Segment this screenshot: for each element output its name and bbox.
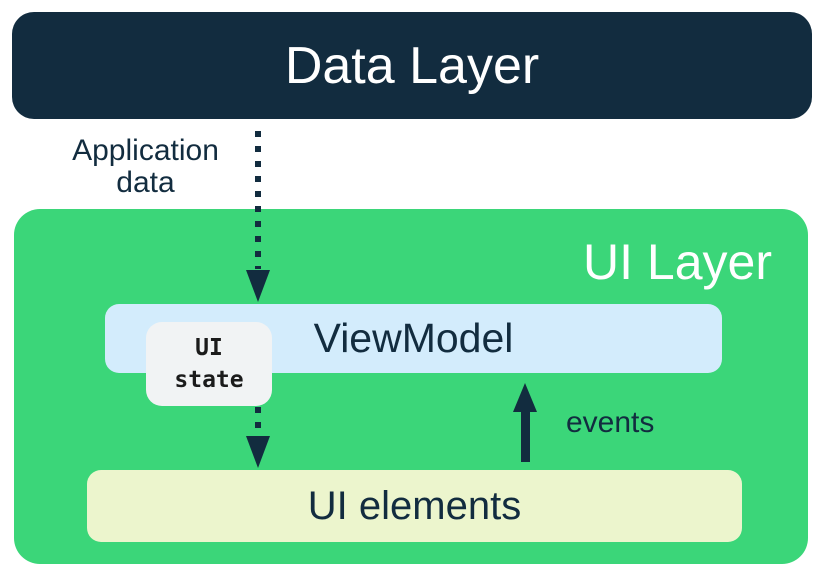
viewmodel-label: ViewModel (313, 315, 514, 361)
ui-state-badge: UI state (146, 322, 272, 406)
application-data-dotted-line (255, 131, 261, 269)
application-data-label: Application data (72, 134, 219, 199)
ui-elements-label: UI elements (307, 483, 522, 528)
data-layer-box: Data Layer (12, 12, 812, 119)
arrow-down-icon (246, 436, 270, 468)
events-arrow-shaft (521, 410, 530, 462)
ui-state-dotted-line (255, 407, 261, 437)
ui-state-label: UI state (174, 335, 244, 393)
ui-layer-label: UI Layer (583, 234, 772, 290)
events-label: events (566, 406, 655, 439)
arrow-up-icon (513, 383, 537, 412)
data-layer-label: Data Layer (284, 36, 540, 95)
arrow-down-icon (246, 270, 270, 302)
ui-elements-bar: UI elements (87, 470, 742, 542)
